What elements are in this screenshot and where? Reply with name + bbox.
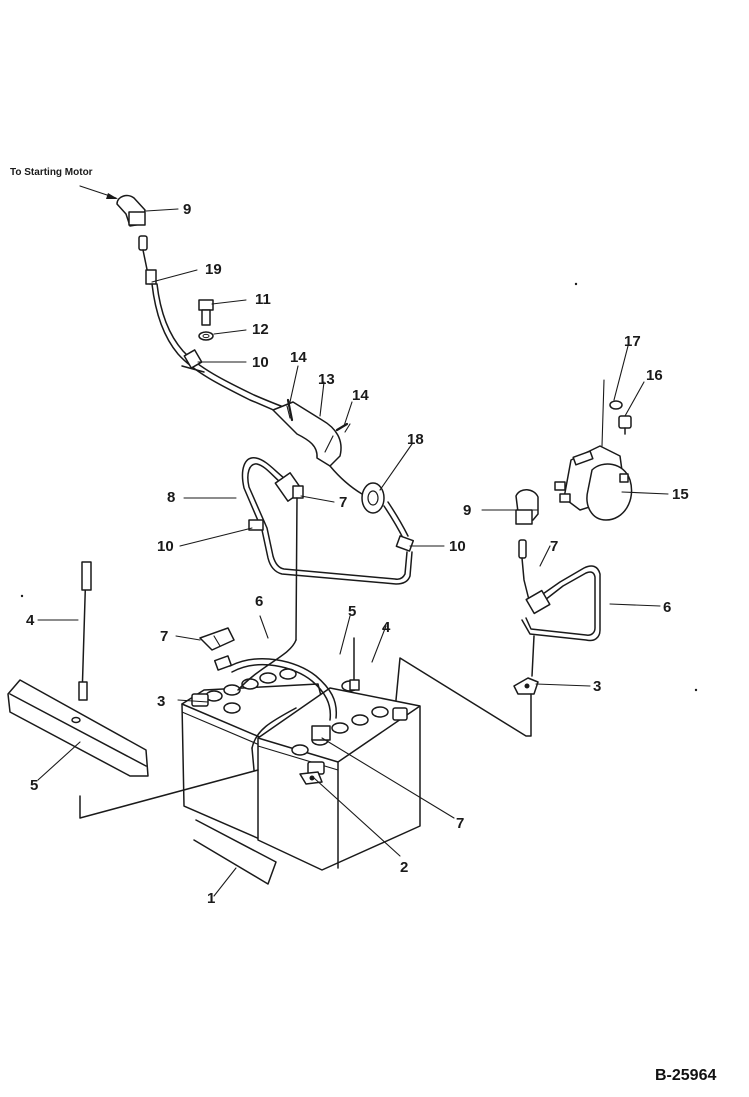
main-cable: [151, 283, 293, 419]
label-5-left: 5: [30, 777, 38, 794]
label-1: 1: [207, 890, 215, 907]
bracket-guide: [79, 747, 259, 819]
label-7-right: 7: [550, 538, 558, 555]
label-2: 2: [400, 859, 408, 876]
label-3-left: 3: [157, 693, 165, 710]
battery-right: [257, 687, 421, 871]
starting-motor-arrow: [79, 185, 118, 199]
battery-posts: [307, 707, 408, 775]
clamp-right: [395, 535, 415, 552]
cable-to-left-post: [237, 639, 297, 749]
battery-cable-loop: [241, 457, 413, 585]
label-6-right: 6: [663, 599, 671, 616]
starting-motor-note: To Starting Motor: [10, 167, 93, 178]
label-7-upper: 7: [339, 494, 347, 511]
tube-cover: [272, 401, 342, 467]
band-right: [335, 422, 351, 433]
battery-jumper: [213, 655, 338, 741]
washer-17: [609, 400, 623, 410]
label-15: 15: [672, 486, 689, 503]
label-16: 16: [646, 367, 663, 384]
hold-rod-left: [78, 561, 92, 701]
label-12: 12: [252, 321, 269, 338]
terminal-left-cap: [199, 627, 235, 651]
label-5-right: 5: [348, 603, 356, 620]
cable-terminal-upper: [138, 235, 157, 285]
label-7-left: 7: [160, 628, 168, 645]
label-18: 18: [407, 431, 424, 448]
boot-upper: [116, 194, 146, 227]
label-19: 19: [205, 261, 222, 278]
label-14-left: 14: [290, 349, 307, 366]
label-13: 13: [318, 371, 335, 388]
grommet: [361, 482, 385, 514]
washer: [198, 331, 214, 341]
label-6-left: 6: [255, 593, 263, 610]
hold-rod-right: [349, 637, 360, 691]
leader-lines: [37, 208, 669, 897]
label-10-upper: 10: [252, 354, 269, 371]
label-4-left: 4: [26, 612, 35, 629]
scan-marks: [20, 282, 698, 692]
figure-code: B-25964: [655, 1067, 716, 1084]
band-left: [286, 398, 294, 422]
boot-right: [515, 489, 539, 525]
label-7-lower: 7: [456, 815, 464, 832]
label-4-right: 4: [382, 619, 391, 636]
cable-drop-to-battery: [295, 497, 298, 641]
part-numbers: 9 19 11 12 10 14 13 14 18 8 7 10 10 9 7 …: [26, 201, 689, 907]
hold-bracket: [7, 679, 149, 777]
label-11: 11: [255, 291, 271, 308]
battery-tray-marker: [193, 819, 277, 885]
label-9-right: 9: [463, 502, 471, 519]
label-10-right: 10: [449, 538, 466, 555]
bolt: [198, 299, 214, 326]
label-14-right: 14: [352, 387, 369, 404]
terminal-left-post: [191, 693, 209, 707]
label-10-left: 10: [157, 538, 174, 555]
battery-relay: [554, 379, 633, 521]
screw-16: [618, 415, 632, 435]
label-3-right: 3: [593, 678, 601, 695]
label-9-upper: 9: [183, 201, 191, 218]
label-8: 8: [167, 489, 175, 506]
terminal-right: [395, 657, 539, 737]
clamp-upper: [181, 349, 205, 373]
cable-6-loop: [518, 539, 601, 677]
label-17: 17: [624, 333, 641, 350]
